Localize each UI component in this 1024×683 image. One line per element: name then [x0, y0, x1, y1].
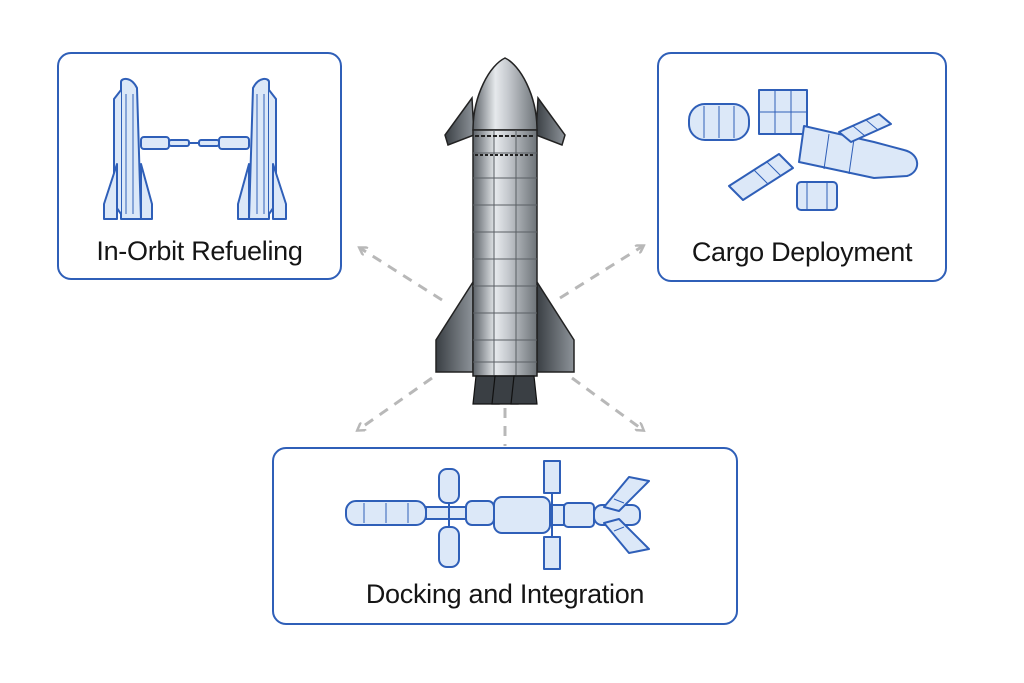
- satellite-deploy-icon: [688, 89, 919, 211]
- arrow-to-docking-right: [571, 376, 643, 430]
- card-docking-integration: Docking and Integration: [272, 447, 738, 625]
- card-label-refueling: In-Orbit Refueling: [96, 236, 303, 266]
- arrow-to-cargo: [559, 246, 643, 300]
- card-label-docking: Docking and Integration: [365, 579, 645, 609]
- space-station-icon: [345, 460, 650, 570]
- arrow-to-docking-left: [358, 376, 433, 430]
- card-label-cargo: Cargo Deployment: [691, 237, 913, 267]
- refueling-ships-icon: [103, 77, 287, 220]
- card-in-orbit-refueling: In-Orbit Refueling: [57, 52, 342, 280]
- card-cargo-deployment: Cargo Deployment: [657, 52, 947, 282]
- arrow-to-refueling: [360, 248, 443, 302]
